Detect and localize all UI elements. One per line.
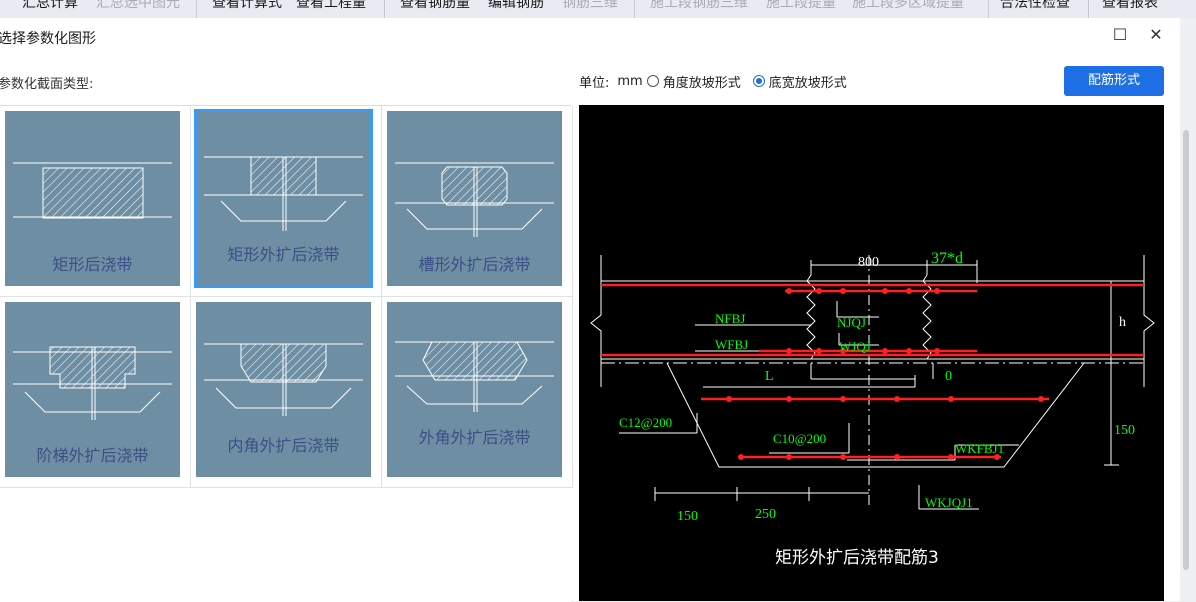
inner-angle-expanded-pour-strip-drawing (204, 343, 363, 416)
rect-expanded-pour-strip-icon: 矩形外扩后浇带 (194, 109, 373, 288)
section-type-gallery: 矩形后浇带 矩形外扩后浇带 (0, 105, 573, 602)
gallery-item-label: 矩形后浇带 (52, 255, 133, 274)
scrollbar-thumb[interactable] (1183, 130, 1189, 570)
view-report-button[interactable]: 查看报表 (1102, 0, 1158, 11)
step-expanded-pour-strip-drawing (13, 346, 172, 420)
rect-pour-strip-drawing (13, 162, 172, 219)
close-icon[interactable]: ✕ (1149, 25, 1163, 44)
dim-250-label: 250 (755, 507, 776, 522)
edit-rebar-button[interactable]: 编辑钢筋 (488, 0, 544, 11)
gallery-item-label: 阶梯外扩后浇带 (36, 446, 149, 465)
dim-h-label: h (1119, 315, 1126, 330)
gallery-item-label: 槽形外扩后浇带 (418, 255, 531, 274)
view-formula-button[interactable]: 查看计算式 (212, 0, 282, 11)
segment-rebar-3d-button[interactable]: 施工段钢筋三维 (650, 0, 748, 11)
radio-width-slope[interactable] (752, 75, 765, 87)
rebar-3d-button[interactable]: 钢筋三维 (562, 0, 618, 11)
outer-angle-expanded-pour-strip-icon: 外角外扩后浇带 (387, 302, 562, 477)
summary-selected-button[interactable]: 汇总选中图元 (96, 0, 180, 11)
unit-label: 单位: (579, 75, 610, 91)
radio-width-slope-label[interactable]: 底宽放坡形式 (768, 75, 847, 91)
wfbj-label: WFBJ (715, 337, 749, 352)
view-rebar-quantity-button[interactable]: 查看钢筋量 (400, 0, 470, 11)
segment-multi-area-button[interactable]: 施工段多区域提量 (852, 0, 964, 11)
summary-calc-button[interactable]: 汇总计算 (22, 0, 78, 11)
toolbar-separator (384, 0, 385, 18)
njqj-label: NJQJ (837, 315, 866, 330)
dim-lap-label: 37*d (931, 250, 963, 267)
preview-caption: 矩形外扩后浇带配筋3 (775, 548, 939, 568)
wkfbj-label: WKFBJ1 (955, 441, 1005, 456)
dim-width-label: 800 (858, 255, 879, 270)
dim-150-right-label: 150 (1114, 423, 1135, 438)
outer-angle-expanded-pour-strip-drawing (395, 341, 554, 412)
rect-pour-strip-icon: 矩形后浇带 (5, 111, 180, 286)
c12-label: C12@200 (619, 415, 673, 430)
select-parametric-shape-dialog: 选择参数化图形 ☐ ✕ 参数化截面类型: 单位: mm 角度放坡形式 底宽放坡形… (0, 18, 1180, 602)
gallery-item-label: 外角外扩后浇带 (418, 428, 531, 447)
toolbar-separator (1088, 0, 1089, 18)
section-type-label: 参数化截面类型: (0, 77, 94, 92)
rebar-config-button[interactable]: 配筋形式 (1064, 66, 1164, 96)
validity-check-button[interactable]: 合法性检查 (1000, 0, 1070, 11)
toolbar-separator (634, 0, 635, 18)
rect-expanded-pour-strip-drawing (204, 156, 363, 231)
toolbar-separator (988, 0, 989, 18)
maximize-icon[interactable]: ☐ (1112, 25, 1128, 44)
gallery-item-rect[interactable]: 矩形后浇带 (0, 106, 191, 297)
dim-L-label: L (765, 369, 774, 384)
gallery-item-label: 矩形外扩后浇带 (227, 245, 340, 264)
view-quantity-button[interactable]: 查看工程量 (296, 0, 366, 11)
dim-zero-label: 0 (945, 369, 952, 384)
rebar-preview-canvas: 800 37*d h L 0 150 150 250 NFBJ NJQJ WFB… (579, 105, 1164, 601)
nfbj-label: NFBJ (715, 311, 746, 326)
gallery-item-label: 内角外扩后浇带 (227, 436, 340, 455)
toolbar-separator (196, 0, 197, 18)
c10-label: C10@200 (773, 431, 827, 446)
segment-quantity-button[interactable]: 施工段提量 (766, 0, 836, 11)
radio-angle-slope-label[interactable]: 角度放坡形式 (662, 75, 741, 91)
gallery-item-rect-expanded[interactable]: 矩形外扩后浇带 (191, 106, 382, 297)
gallery-item-outer-angle-expanded[interactable]: 外角外扩后浇带 (382, 297, 573, 488)
step-expanded-pour-strip-icon: 阶梯外扩后浇带 (5, 302, 180, 477)
groove-expanded-pour-strip-drawing (395, 162, 554, 237)
unit-value: mm (617, 73, 643, 89)
unit-options: 单位: mm 角度放坡形式 底宽放坡形式 (579, 71, 847, 91)
dialog-title: 选择参数化图形 (0, 31, 96, 47)
groove-expanded-pour-strip-icon: 槽形外扩后浇带 (387, 111, 562, 286)
gallery-item-step-expanded[interactable]: 阶梯外扩后浇带 (0, 297, 191, 488)
inner-angle-expanded-pour-strip-icon: 内角外扩后浇带 (196, 302, 371, 477)
rebar-section-drawing (590, 255, 1155, 510)
radio-angle-slope[interactable] (646, 75, 659, 87)
gallery-item-inner-angle-expanded[interactable]: 内角外扩后浇带 (191, 297, 382, 488)
ribbon-toolbar: 汇总计算 汇总选中图元 查看计算式 查看工程量 查看钢筋量 编辑钢筋 钢筋三维 … (0, 0, 1196, 19)
wkjqj-label: WKJQJ1 (925, 495, 973, 510)
wjqj-label: WJQJ (839, 339, 871, 354)
gallery-item-groove-expanded[interactable]: 槽形外扩后浇带 (382, 106, 573, 297)
dim-150-bottom-label: 150 (677, 509, 698, 524)
